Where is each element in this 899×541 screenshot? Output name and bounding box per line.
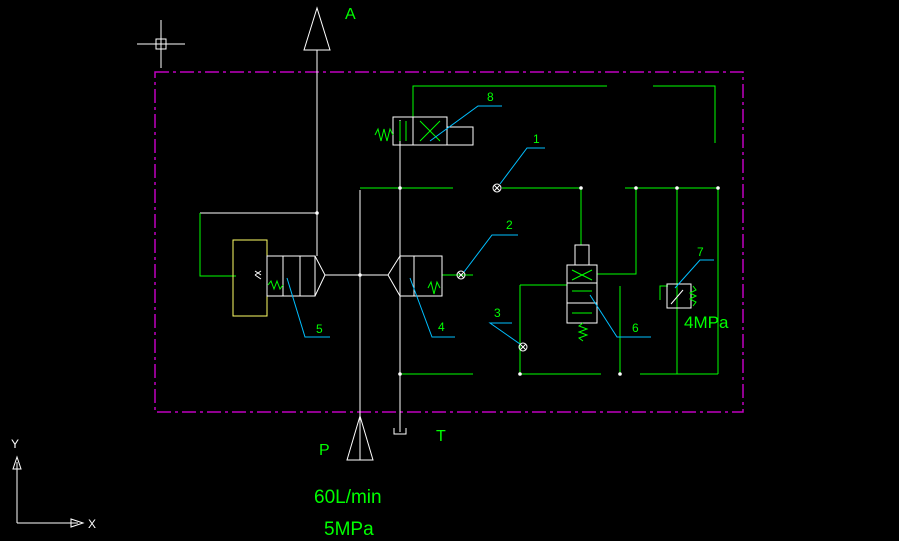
test-points [456,183,528,352]
port-p-arrow [346,190,374,461]
supply-flow-label: 60L/min [314,487,382,508]
supply-pressure-label: 5MPa [324,519,374,540]
label-8: 8 [487,90,494,104]
axis-x-label: X [88,517,96,531]
component-labels: 1 2 3 4 5 6 7 8 [316,90,704,336]
cursor-crosshair-icon [137,20,185,68]
junction-dots [315,186,720,376]
main-lines [200,212,388,276]
pilot-lines [199,85,719,375]
manifold-boundary [154,71,744,413]
port-a-arrow [303,6,331,256]
relief-setting-label: 4MPa [684,313,729,332]
label-4: 4 [438,320,445,334]
label-5: 5 [316,322,323,336]
component-7-relief-valve [666,283,698,309]
label-3: 3 [494,306,501,320]
axis-y-label: Y [11,437,19,451]
component-6-directional-valve [566,244,598,342]
label-6: 6 [632,321,639,335]
label-1: 1 [533,132,540,146]
component-5-logic-valve [232,239,326,317]
label-7: 7 [697,245,704,259]
port-a-label: A [345,6,356,23]
label-2: 2 [506,218,513,232]
component-8-solenoid-valve [374,116,474,146]
leader-lines [286,105,714,345]
port-t-label: T [436,428,446,445]
ucs-axis-icon [12,455,85,528]
port-p-label: P [319,442,330,459]
